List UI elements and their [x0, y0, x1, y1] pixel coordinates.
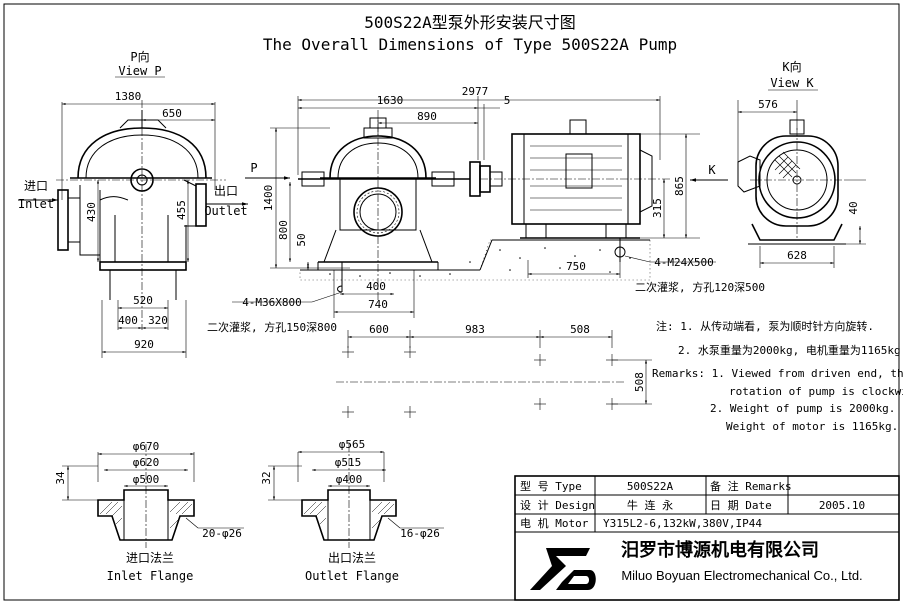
tb-remarks-label: 备 注 Remarks [710, 479, 792, 493]
note-cn-2: 2. 水泵重量为2000kg, 电机重量为1165kg. [678, 343, 903, 357]
dim-650: 650 [162, 107, 182, 120]
dim-1400: 1400 [262, 185, 275, 212]
outlet-flange-en: Outlet Flange [305, 569, 399, 583]
dim-508v: 508 [633, 372, 646, 392]
dim-740: 740 [368, 298, 388, 311]
note-en-2: 2. Weight of pump is 2000kg. [710, 402, 895, 415]
bolt-motor: 4-M24X500 [654, 256, 714, 269]
dim-2977: 2977 [462, 85, 489, 98]
bolt-pump: 4-M36X800 [242, 296, 302, 309]
dim-520: 520 [133, 294, 153, 307]
foundation-plan: 600 983 508 508 [336, 323, 652, 418]
view-k-cn: K向 [782, 59, 801, 74]
out-d515: φ515 [335, 456, 362, 469]
inlet-flange-cn: 进口法兰 [126, 551, 174, 565]
outlet-flange-cn: 出口法兰 [328, 551, 376, 565]
dim-1630: 1630 [377, 94, 404, 107]
tb-date-label: 日 期 Date [710, 499, 772, 512]
front-view: 2977 1630 5 890 P 1400 800 50 [207, 85, 765, 334]
view-p-en: View P [118, 64, 161, 78]
title-en: The Overall Dimensions of Type 500S22A P… [263, 35, 677, 54]
dim-400a: 400 [118, 314, 138, 327]
title-cn: 500S22A型泵外形安装尺寸图 [364, 13, 575, 32]
grout-motor: 二次灌浆, 方孔120深500 [635, 280, 765, 294]
grout-pump: 二次灌浆, 方孔150深800 [207, 320, 337, 334]
inlet-cn: 进口 [24, 179, 48, 193]
dim-455: 455 [175, 200, 188, 220]
view-k: K向 View K 576 40 6 [737, 59, 866, 268]
dim-1380: 1380 [115, 90, 142, 103]
dim-508h: 508 [570, 323, 590, 336]
dim-5: 5 [504, 94, 511, 107]
dim-400b: 400 [366, 280, 386, 293]
outlet-cn: 出口 [214, 184, 238, 198]
title-block: 型 号 Type 500S22A 备 注 Remarks 设 计 Design … [514, 475, 900, 601]
company-en: Miluo Boyuan Electromechanical Co., Ltd. [621, 568, 862, 583]
fan-grille [774, 151, 801, 179]
view-p-cn: P向 [130, 49, 149, 64]
notes: 注: 1. 从传动端看, 泵为顺时针方向旋转. 2. 水泵重量为2000kg, … [652, 319, 903, 433]
grout-dots [329, 247, 631, 277]
note-cn-1: 注: 1. 从传动端看, 泵为顺时针方向旋转. [656, 319, 874, 333]
note-en-2b: Weight of motor is 1165kg. [726, 420, 898, 433]
note-en-1b: rotation of pump is clockwise. [729, 385, 903, 398]
inlet-flange: φ670 φ620 φ500 34 20-φ26 进口法兰 Inlet Flan… [54, 440, 244, 583]
view-p: P向 View P 1380 650 [18, 49, 248, 358]
dim-983: 983 [465, 323, 485, 336]
dim-800: 800 [277, 220, 290, 240]
dim-40: 40 [847, 201, 860, 214]
tb-date-value: 2005.10 [819, 499, 865, 512]
drawing-border [3, 3, 900, 601]
dim-890: 890 [417, 110, 437, 123]
k-arrow-label: K [708, 163, 716, 177]
out-holes: 16-φ26 [400, 527, 440, 540]
p-arrow-label: P [250, 161, 257, 175]
dim-320: 320 [148, 314, 168, 327]
tb-design-label: 设 计 Design [520, 499, 595, 512]
tb-motor-value: Y315L2-6,132kW,380V,IP44 [603, 517, 762, 530]
inlet-flange-en: Inlet Flange [107, 569, 194, 583]
out-d565: φ565 [339, 438, 366, 451]
view-k-en: View K [770, 76, 814, 90]
outlet-flange: φ565 φ515 φ400 32 16-φ26 出口法兰 Outlet Fla… [260, 438, 444, 583]
dim-628: 628 [787, 249, 807, 262]
out-t32: 32 [260, 471, 273, 484]
in-holes: 20-φ26 [202, 527, 242, 540]
tb-type-label: 型 号 Type [520, 479, 582, 493]
note-en-1: Remarks: 1. Viewed from driven end, the [652, 367, 903, 380]
in-t34: 34 [54, 471, 67, 485]
tb-motor-label: 电 机 Motor [520, 516, 589, 530]
dim-430: 430 [85, 202, 98, 222]
dim-920: 920 [134, 338, 154, 351]
dim-50: 50 [295, 233, 308, 246]
outlet-en: Outlet [204, 204, 247, 218]
dim-315: 315 [651, 198, 664, 218]
dim-750: 750 [566, 260, 586, 273]
company-cn: 汨罗市博源机电有限公司 [621, 539, 819, 561]
dim-600: 600 [369, 323, 389, 336]
tb-design-value: 牛 连 永 [627, 498, 673, 512]
tb-type-value: 500S22A [627, 480, 674, 493]
company-logo [530, 548, 596, 590]
inlet-en: Inlet [18, 197, 54, 211]
dim-865: 865 [673, 176, 686, 196]
dim-576: 576 [758, 98, 778, 111]
